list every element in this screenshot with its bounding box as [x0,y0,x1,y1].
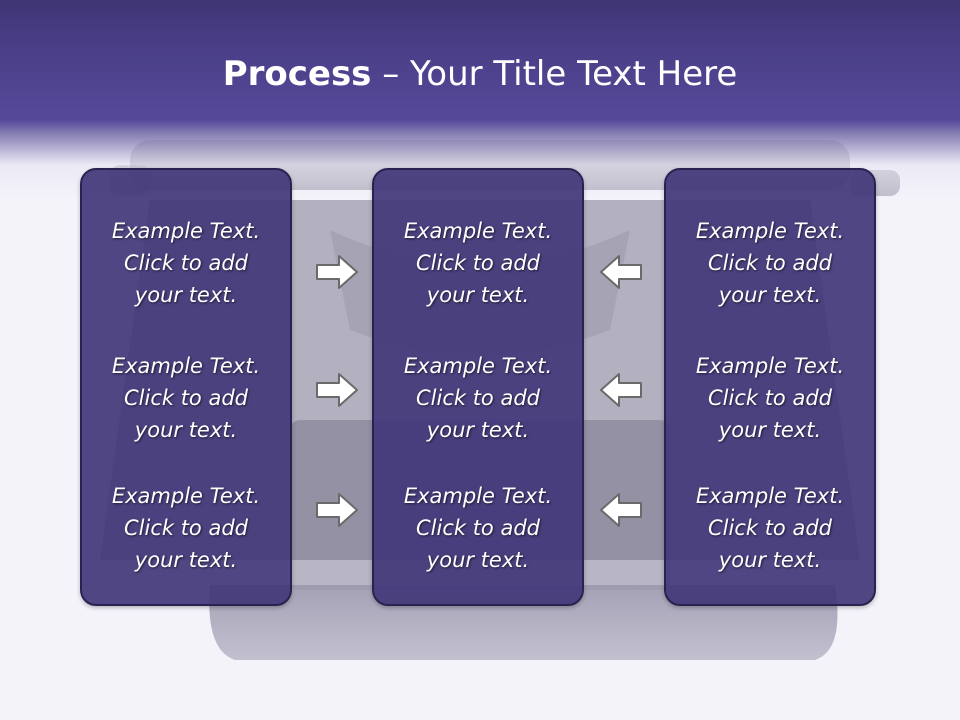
text-line: your text. [426,548,530,572]
text-line: Click to add [123,251,248,275]
text-line: Click to add [415,516,540,540]
text-block[interactable]: Example Text. Click to add your text. [374,350,582,446]
text-line: Click to add [123,386,248,410]
text-line: Example Text. [111,354,261,378]
panel-left[interactable]: Example Text. Click to add your text. Ex… [80,168,292,606]
text-line: Example Text. [695,484,845,508]
text-block[interactable]: Example Text. Click to add your text. [666,215,874,311]
text-line: your text. [718,283,822,307]
text-block[interactable]: Example Text. Click to add your text. [374,215,582,311]
text-line: Example Text. [403,354,553,378]
text-line: your text. [718,548,822,572]
text-block[interactable]: Example Text. Click to add your text. [82,350,290,446]
header-band [0,0,960,200]
panel-middle[interactable]: Example Text. Click to add your text. Ex… [372,168,584,606]
panel-right[interactable]: Example Text. Click to add your text. Ex… [664,168,876,606]
text-block[interactable]: Example Text. Click to add your text. [82,480,290,576]
text-line: Example Text. [403,219,553,243]
text-line: Example Text. [111,219,261,243]
text-line: Click to add [415,251,540,275]
text-line: Click to add [707,516,832,540]
title-rest: – Your Title Text Here [371,54,738,94]
title-bold: Process [222,54,372,94]
text-line: your text. [718,418,822,442]
text-line: your text. [134,283,238,307]
text-line: your text. [426,283,530,307]
arrow-right-icon [316,373,358,407]
arrow-right-icon [316,493,358,527]
text-line: your text. [134,418,238,442]
text-block[interactable]: Example Text. Click to add your text. [374,480,582,576]
text-block[interactable]: Example Text. Click to add your text. [666,480,874,576]
arrow-left-icon [600,493,642,527]
text-line: Example Text. [695,219,845,243]
text-block[interactable]: Example Text. Click to add your text. [666,350,874,446]
text-line: your text. [134,548,238,572]
arrow-left-icon [600,373,642,407]
text-line: Click to add [123,516,248,540]
text-line: your text. [426,418,530,442]
text-line: Example Text. [403,484,553,508]
text-line: Click to add [415,386,540,410]
page-title[interactable]: Process – Your Title Text Here [0,52,960,96]
text-line: Example Text. [111,484,261,508]
text-line: Click to add [707,386,832,410]
text-block[interactable]: Example Text. Click to add your text. [82,215,290,311]
arrow-left-icon [600,255,642,289]
text-line: Example Text. [695,354,845,378]
text-line: Click to add [707,251,832,275]
arrow-right-icon [316,255,358,289]
